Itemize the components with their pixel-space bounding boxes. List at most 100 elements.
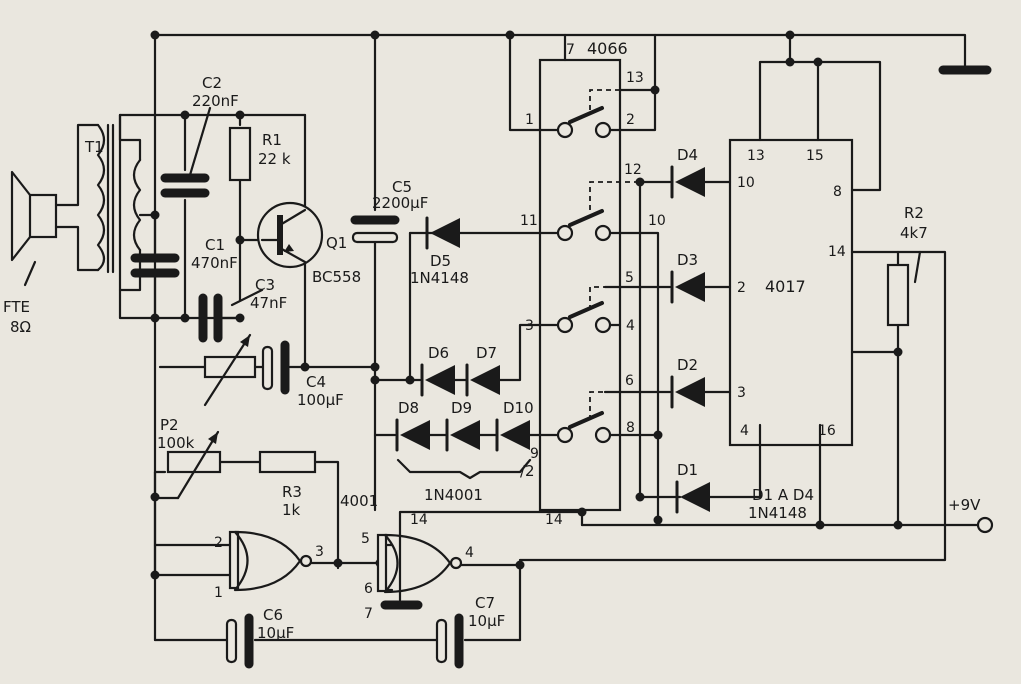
speaker-icon [10,123,100,287]
speaker-label: FTE [3,298,30,316]
pin-4017-14: 14 [828,244,846,260]
junction-dots [150,30,903,580]
pin-g2-4: 4 [465,545,474,561]
pin-4066-9: 9 [530,446,539,462]
p2-label: P2 [160,416,179,434]
gate-ic-label: 4001 [340,492,378,510]
pin-vdd-14: 14 [545,512,563,528]
p2-value: 100k [157,434,195,452]
d2-label: D2 [677,356,698,374]
d6-d10-bracket [396,458,532,480]
potentiometer-p1 [203,333,257,407]
d3-label: D3 [677,251,698,269]
transformer-t1 [96,113,142,292]
transistor-q1 [256,201,324,269]
d1-d4-range: D1 A D4 [752,486,814,504]
c5-label: C5 [392,178,412,196]
t1-label: T1 [84,138,104,156]
pin-4066-7: 7 [566,42,575,58]
c6-value: 10µF [257,624,294,642]
pin-4066-10: 10 [648,213,666,229]
d1-label: D1 [677,461,698,479]
ic-4017-label: 4017 [765,277,806,296]
pin-4066-5: 5 [625,270,634,286]
capacitor-c2 [160,106,212,198]
potentiometer-p2 [153,430,222,500]
q1-label: Q1 [326,234,347,252]
ic-4017 [728,138,854,447]
capacitor-c7 [435,613,464,669]
c7-value: 10µF [468,612,505,630]
resistor-r2 [886,250,922,327]
c6-label: C6 [263,606,283,624]
pin-4066-12: 12 [624,162,642,178]
pin-4066-11: 11 [520,213,538,229]
c2-label: C2 [202,74,222,92]
diode-d9 [428,418,480,452]
pin-4017-16: 16 [818,423,836,439]
pin-4017-2: 2 [737,280,746,296]
pin-4066-2: 2 [626,112,635,128]
supply-label: +9V [948,496,981,514]
pin-g2-6: 6 [364,581,373,597]
pin-4017-3: 3 [737,385,746,401]
diode-d2 [670,375,705,409]
diode-d6 [420,363,455,397]
d6-label: D6 [428,344,449,362]
r3-value: 1k [282,501,301,519]
c1-label: C1 [205,236,225,254]
d9-label: D9 [451,399,472,417]
capacitor-c1 [130,213,180,320]
pin-g1-1: 1 [214,585,223,601]
pin-4017-8: 8 [833,184,842,200]
resistor-r1 [228,126,252,182]
pin-g1-3: 3 [315,544,324,560]
pin-g1-2: 2 [214,535,223,551]
c3-value: 47nF [250,294,287,312]
capacitor-c5 [350,215,400,244]
pin-4017-10: 10 [737,175,755,191]
nor-gate-1 [228,530,313,592]
pin-4066-13: 13 [626,70,644,86]
ic-4066-label: 4066 [587,39,628,58]
pin-4066-3: 3 [525,318,534,334]
pin-g2-5: 5 [361,531,370,547]
pin-4017-13: 13 [747,148,765,164]
diode-d3 [670,270,705,304]
wires [118,33,982,642]
c4-value: 100µF [297,391,344,409]
r2-label: R2 [904,204,924,222]
c2-value: 220nF [192,92,239,110]
speaker-ohm-label: 8Ω [10,318,31,336]
d8-label: D8 [398,399,419,417]
capacitor-c6 [225,613,254,669]
diode-d7 [453,363,500,397]
pin-4017-4: 4 [740,423,749,439]
pin-4066-1: 1 [525,112,534,128]
diode-d5 [425,216,460,250]
r3-label: R3 [282,483,302,501]
capacitor-c3 [198,288,264,343]
d6-d10-value: 1N4001 [424,486,483,504]
d5-value: 1N4148 [410,269,469,287]
d5-label: D5 [430,252,451,270]
c1-value: 470nF [191,254,238,272]
diode-d10 [478,418,530,452]
r1-label: R1 [262,131,282,149]
pin-g2-14: 14 [410,512,428,528]
pin-4066-8: 8 [626,420,635,436]
c4-label: C4 [306,373,326,391]
c7-label: C7 [475,594,495,612]
pin-4017-15: 15 [806,148,824,164]
pin-4066-4: 4 [626,318,635,334]
diode-d8 [395,418,430,452]
c3-label: C3 [255,276,275,294]
d4-label: D4 [677,146,698,164]
q1-value: BC558 [312,268,361,286]
resistor-r3 [258,450,317,474]
pin-4066-6: 6 [625,373,634,389]
capacitor-c4 [261,340,290,395]
d1-d4-value: 1N4148 [748,504,807,522]
r1-value: 22 k [258,150,291,168]
